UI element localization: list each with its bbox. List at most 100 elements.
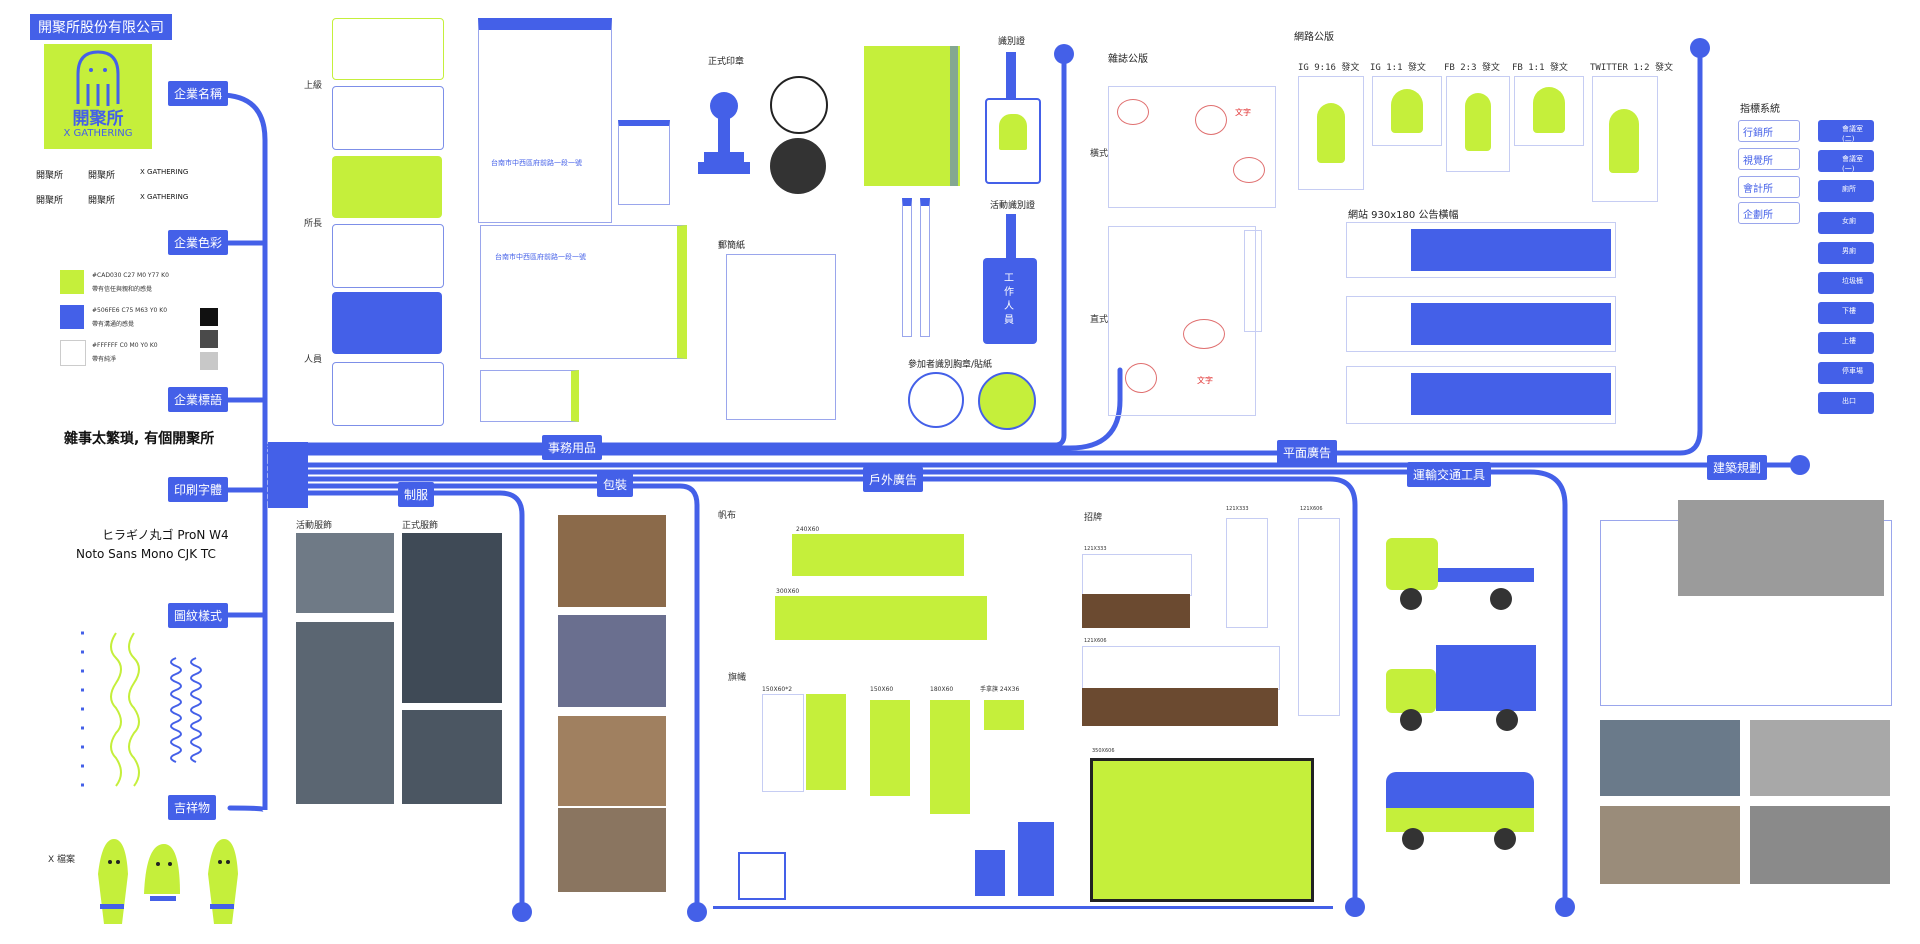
envelope-address: 台南市中西區府前路一段一號 [495, 253, 586, 261]
size-label: 150X60*2 [762, 686, 793, 693]
tag-transport[interactable]: 運輸交通工具 [1407, 462, 1492, 487]
standee-sign [975, 850, 1005, 896]
color-note: 帶有溝通的感覺 [92, 321, 135, 328]
id-card [985, 98, 1041, 184]
business-card-front-green [332, 156, 442, 218]
badge-label: 參加者識別胸章/貼紙 [908, 360, 993, 370]
lanyard [1006, 214, 1016, 258]
level-label: 所長 [304, 219, 323, 229]
dept-sign: 企劃所 [1738, 202, 1800, 224]
tag-architecture[interactable]: 建築規劃 [1707, 455, 1768, 480]
tag-uniform[interactable]: 制服 [398, 482, 435, 507]
business-card-front-blue [332, 292, 442, 354]
logo-variant: 開聚所 [88, 196, 116, 206]
signage-label: 指標系統 [1740, 104, 1780, 115]
mascot-label: X 檔案 [48, 855, 76, 865]
social-format: FB 2:3 發文 [1444, 63, 1500, 73]
size-label: 240X60 [796, 526, 820, 533]
social-post [1298, 76, 1364, 190]
tag-company-name[interactable]: 企業名稱 [168, 81, 229, 106]
flag [806, 694, 846, 790]
color-note: 帶有信任與親和的感覺 [92, 286, 153, 293]
pen [902, 198, 912, 337]
mascot-figures [98, 839, 238, 924]
tag-office-supplies[interactable]: 事務用品 [542, 435, 603, 460]
tag-print-font[interactable]: 印刷字體 [168, 477, 229, 502]
social-format: IG 1:1 發文 [1370, 63, 1426, 73]
social-post [1446, 76, 1510, 172]
logo-variant: X GATHERING [140, 193, 189, 201]
room-sign: 女廁 [1818, 212, 1874, 234]
size-label: 121X333 [1226, 506, 1249, 512]
color-swatch-blue [60, 305, 84, 329]
storefront [1082, 594, 1190, 628]
social-post [1592, 76, 1658, 202]
packaging-photo [558, 515, 666, 607]
pattern-samples [81, 631, 202, 787]
memo-label: 郵簡紙 [718, 241, 746, 251]
logo-ghost-icon [76, 50, 120, 106]
standee-sign [738, 852, 786, 900]
flag-label: 旗幟 [728, 673, 747, 683]
tag-pattern-style[interactable]: 圖紋樣式 [168, 603, 229, 628]
circle-mark [1117, 99, 1149, 125]
color-swatch-gray [200, 330, 218, 348]
business-card-back [332, 224, 444, 288]
storefront-sign [1082, 554, 1192, 596]
size-label: 300X60 [776, 588, 800, 595]
level-label: 上級 [304, 81, 323, 91]
business-card-back [332, 86, 444, 150]
stamp-seal-black [770, 138, 826, 194]
uniform-photo [296, 533, 394, 613]
tag-company-slogan[interactable]: 企業標語 [168, 387, 229, 412]
tag-packaging[interactable]: 包裝 [597, 472, 634, 497]
tag-print-ads[interactable]: 平面廣告 [1277, 440, 1338, 465]
small-envelope [618, 120, 670, 205]
room-sign: 上樓 [1818, 332, 1874, 354]
vertical-sign [1226, 518, 1268, 628]
small-wide-envelope [480, 370, 579, 422]
banner-label: 帆布 [718, 511, 737, 521]
lanyard [1006, 52, 1016, 98]
envelope-address: 台南市中西區府前路一段一號 [491, 159, 582, 167]
web-banner [1346, 366, 1616, 424]
logo-en: X GATHERING [63, 128, 133, 139]
circle-mark [1183, 319, 1225, 349]
stamp-label: 正式印章 [708, 57, 745, 67]
flag-outline [762, 694, 804, 792]
vertical-sign [1298, 518, 1340, 716]
uniform-photo [402, 533, 502, 703]
color-swatch-white [60, 340, 86, 366]
magazine-label: 雜誌公版 [1108, 54, 1148, 65]
web-banner [1346, 296, 1616, 352]
id-label: 識別證 [998, 37, 1026, 47]
truck [1386, 528, 1536, 610]
storefront [1082, 688, 1278, 726]
folder-green [864, 46, 960, 186]
row-label: 橫式 [1090, 149, 1109, 159]
badge-white [908, 372, 964, 428]
event-id-card: 工作人員 [983, 258, 1037, 344]
size-label: 150X60 [870, 686, 894, 693]
magazine-portrait: 文字 [1108, 226, 1256, 416]
color-code: #CAD030 C27 M0 Y77 K0 [92, 272, 169, 279]
uniform-label: 正式服飾 [402, 521, 439, 531]
color-swatch-lime [60, 270, 84, 294]
room-sign: 垃圾桶 [1818, 272, 1874, 294]
color-code: #506FE6 C75 M63 Y0 K0 [92, 307, 168, 314]
tag-outdoor-ads[interactable]: 戶外廣告 [863, 467, 924, 492]
social-format: IG 9:16 發文 [1298, 63, 1360, 73]
badge-green [978, 372, 1036, 430]
color-swatch-black [200, 308, 218, 326]
tag-mascot[interactable]: 吉祥物 [168, 795, 217, 820]
packaging-photo [558, 615, 666, 707]
memo-paper [726, 254, 836, 420]
size-label: 180X60 [930, 686, 954, 693]
packaging-photo [558, 716, 666, 806]
tag-company-color[interactable]: 企業色彩 [168, 230, 229, 255]
web-banner [1346, 222, 1616, 278]
ground-line [713, 906, 1333, 909]
canvas-banner [792, 534, 964, 576]
company-name-header: 開聚所股份有限公司 [30, 14, 172, 40]
